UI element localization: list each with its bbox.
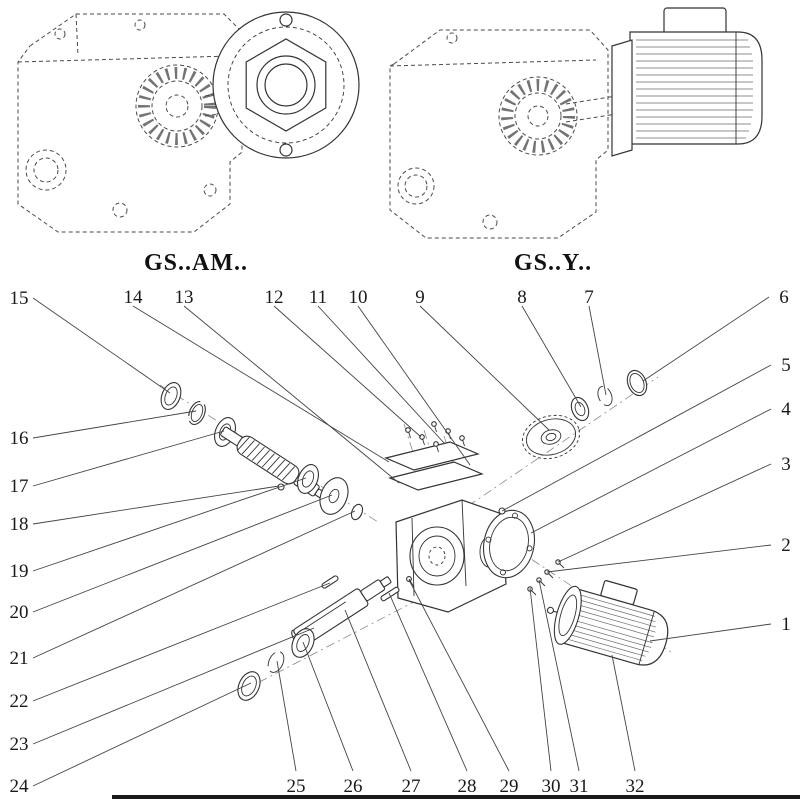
- helical-gear: [522, 414, 580, 460]
- callout-30: 30: [542, 776, 561, 797]
- leader-line-29: [408, 579, 510, 772]
- callout-10: 10: [349, 287, 368, 308]
- leader-line-15: [32, 297, 171, 394]
- leader-line-19: [32, 477, 307, 572]
- gear-bearing: [570, 396, 590, 422]
- leader-line-7: [588, 305, 607, 396]
- callout-22: 22: [10, 691, 29, 712]
- motor-exploded-drawing: [546, 580, 669, 666]
- callout-3: 3: [781, 454, 791, 475]
- leader-line-32: [611, 654, 636, 772]
- callout-16: 16: [10, 428, 29, 449]
- gearbox-y-drawing: [389, 29, 617, 239]
- label-gs-y: GS..Y..: [514, 250, 592, 276]
- bottom-edge-line: [112, 795, 800, 799]
- callout-4: 4: [781, 399, 791, 420]
- leader-line-3: [557, 463, 772, 563]
- callout-20: 20: [10, 602, 29, 623]
- output-shaft-parts: [237, 575, 415, 701]
- leader-line-23: [32, 627, 315, 745]
- output-seal: [237, 671, 261, 701]
- callout-8: 8: [517, 287, 527, 308]
- leader-line-18: [32, 485, 280, 525]
- leader-line-2: [546, 544, 772, 573]
- callout-23: 23: [10, 734, 29, 755]
- leader-line-25: [276, 660, 297, 772]
- leader-lines: [32, 296, 772, 787]
- input-shaft-parts: [160, 382, 364, 521]
- callout-27: 27: [402, 776, 421, 797]
- gear-seal-ring: [626, 369, 648, 397]
- callout-29: 29: [500, 776, 519, 797]
- leader-line-16: [32, 410, 197, 439]
- callout-11: 11: [309, 287, 327, 308]
- leader-line-26: [302, 641, 354, 772]
- cover-screws: [405, 421, 465, 453]
- callout-9: 9: [415, 287, 425, 308]
- leader-line-6: [642, 296, 770, 382]
- callout-17: 17: [10, 476, 29, 497]
- leader-line-11: [317, 305, 446, 445]
- callout-6: 6: [779, 287, 789, 308]
- leader-line-8: [521, 305, 582, 408]
- label-gs-am: GS..AM..: [144, 250, 248, 276]
- worm-shaft: [220, 426, 329, 502]
- housing-body: [395, 499, 507, 613]
- callout-32: 32: [626, 776, 645, 797]
- gearbox-am-drawing: [17, 13, 247, 233]
- output-flange-ring: [482, 509, 536, 579]
- shaft-key: [380, 586, 400, 602]
- callout-28: 28: [458, 776, 477, 797]
- callout-25: 25: [287, 776, 306, 797]
- callout-5: 5: [781, 355, 791, 376]
- gear-circlip: [597, 385, 613, 407]
- leader-line-4: [530, 408, 772, 534]
- leader-line-27: [344, 609, 412, 772]
- leader-line-22: [32, 582, 331, 702]
- callout-26: 26: [344, 776, 363, 797]
- leader-line-1: [649, 623, 772, 642]
- callout-14: 14: [124, 287, 144, 308]
- leader-line-20: [32, 494, 333, 613]
- output-flange-drawing: [212, 11, 360, 159]
- callout-15: 15: [10, 288, 29, 309]
- leader-line-9: [419, 305, 550, 431]
- callout-18: 18: [10, 514, 29, 535]
- callout-31: 31: [570, 776, 589, 797]
- retaining-ring: [350, 503, 364, 521]
- motor-drawing: [611, 7, 763, 157]
- callout-2: 2: [781, 535, 791, 556]
- gear-rings: [570, 369, 648, 422]
- dowel-pin: [277, 483, 285, 491]
- callout-12: 12: [265, 287, 284, 308]
- leader-line-28: [388, 592, 468, 772]
- leader-line-5: [501, 364, 772, 512]
- shim-washer: [319, 477, 349, 515]
- leader-line-31: [538, 579, 580, 772]
- callout-1: 1: [781, 614, 791, 635]
- input-seal: [160, 382, 182, 410]
- callout-7: 7: [584, 287, 594, 308]
- callout-19: 19: [10, 561, 29, 582]
- output-circlip: [267, 651, 285, 673]
- exploded-view: 1516171819202122232414131211109876543212…: [10, 287, 792, 797]
- callout-13: 13: [175, 287, 194, 308]
- leader-line-21: [32, 510, 356, 659]
- input-circlip: [188, 400, 206, 426]
- set-screw: [406, 576, 415, 588]
- leader-line-14: [132, 305, 390, 463]
- leader-line-17: [32, 430, 225, 487]
- leader-line-12: [273, 305, 422, 438]
- leader-line-24: [32, 682, 252, 787]
- callout-21: 21: [10, 648, 29, 669]
- parallel-pin: [321, 575, 339, 589]
- leader-line-30: [529, 587, 552, 772]
- leader-line-10: [357, 305, 471, 466]
- leader-line-13: [183, 305, 400, 484]
- callout-24: 24: [10, 776, 30, 797]
- cover-plates: [384, 441, 484, 491]
- input-bearing-rear: [297, 464, 319, 494]
